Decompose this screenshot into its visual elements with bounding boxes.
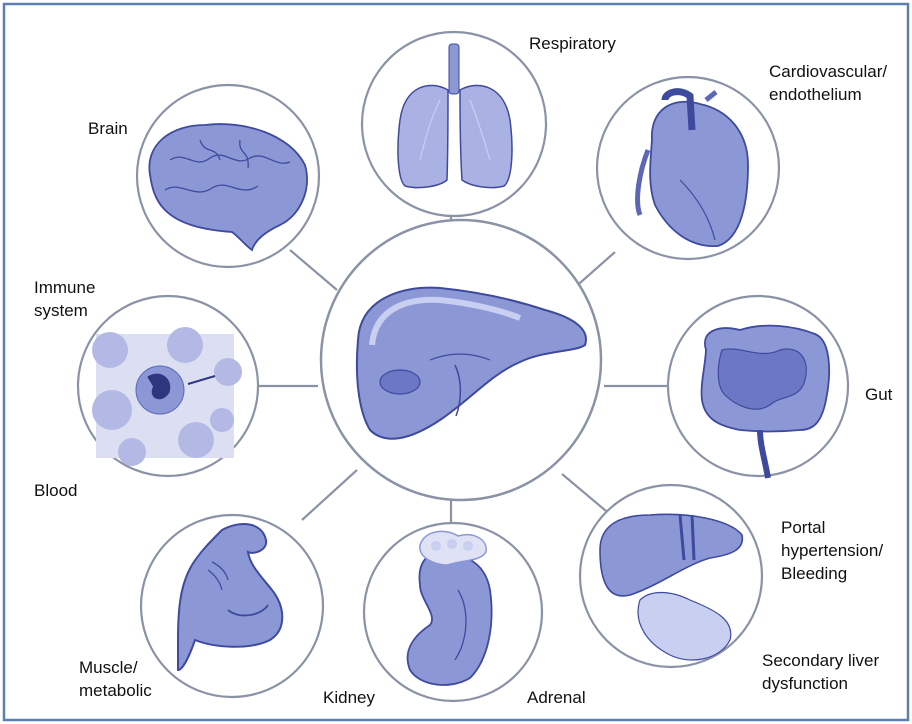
- gut-node: [668, 296, 848, 478]
- connector-brain: [290, 250, 337, 290]
- label-gut: Gut: [865, 383, 892, 406]
- blood-node: [78, 296, 258, 476]
- label-adrenal: Adrenal: [527, 686, 586, 709]
- brain-node: [137, 85, 319, 267]
- kidney-node: [364, 523, 542, 701]
- connector-muscle: [302, 470, 357, 520]
- respiratory-node: [362, 32, 546, 216]
- label-immune-system: Immune system: [34, 276, 95, 322]
- label-muscle-metabolic: Muscle/ metabolic: [79, 656, 152, 702]
- blood-cell-icon: [92, 327, 242, 466]
- label-secondary-liver-dysfunction: Secondary liver dysfunction: [762, 649, 879, 695]
- label-respiratory: Respiratory: [529, 32, 616, 55]
- cardiovascular-node: [597, 77, 779, 259]
- liver-node: [321, 220, 601, 500]
- label-brain: Brain: [88, 117, 128, 140]
- label-cardiovascular: Cardiovascular/ endothelium: [769, 60, 887, 106]
- label-portal-hypertension: Portal hypertension/ Bleeding: [781, 516, 883, 585]
- muscle-node: [141, 515, 323, 697]
- label-kidney: Kidney: [323, 686, 375, 709]
- portal-node: [580, 485, 762, 667]
- connector-portal: [562, 474, 612, 516]
- label-blood: Blood: [34, 479, 77, 502]
